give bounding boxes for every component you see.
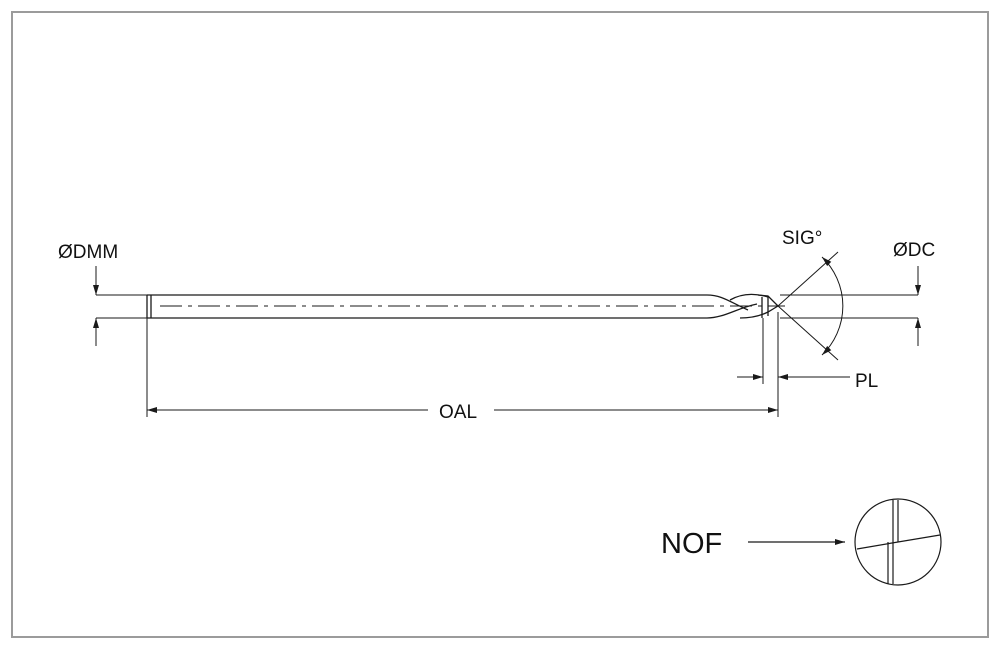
flute-web-6: [897, 534, 941, 543]
dmm-label: ØDMM: [58, 242, 118, 263]
pl-dimension: [737, 312, 850, 417]
cutting-lip-top: [757, 294, 779, 307]
drawing-frame: [11, 11, 989, 638]
flute-curve-bottom: [706, 303, 758, 319]
flute-web-5: [856, 541, 899, 550]
nof-label: NOF: [661, 528, 722, 560]
oal-label: OAL: [439, 402, 477, 423]
sig-extension-top: [777, 251, 839, 307]
pl-label: PL: [855, 371, 878, 392]
end-view-circle: [854, 498, 942, 586]
dc-dimension: [780, 266, 921, 346]
flute-end-view: [854, 498, 942, 586]
sig-label: SIG°: [782, 228, 822, 249]
oal-dimension: [146, 318, 778, 417]
sig-extension-bottom: [777, 305, 839, 361]
dc-label: ØDC: [893, 240, 935, 261]
drill-body: [146, 293, 779, 319]
dmm-dimension: [93, 266, 147, 346]
sig-angle-arc: [821, 256, 844, 356]
sig-dimension: [777, 251, 844, 361]
cutting-lip-bottom: [739, 305, 779, 319]
